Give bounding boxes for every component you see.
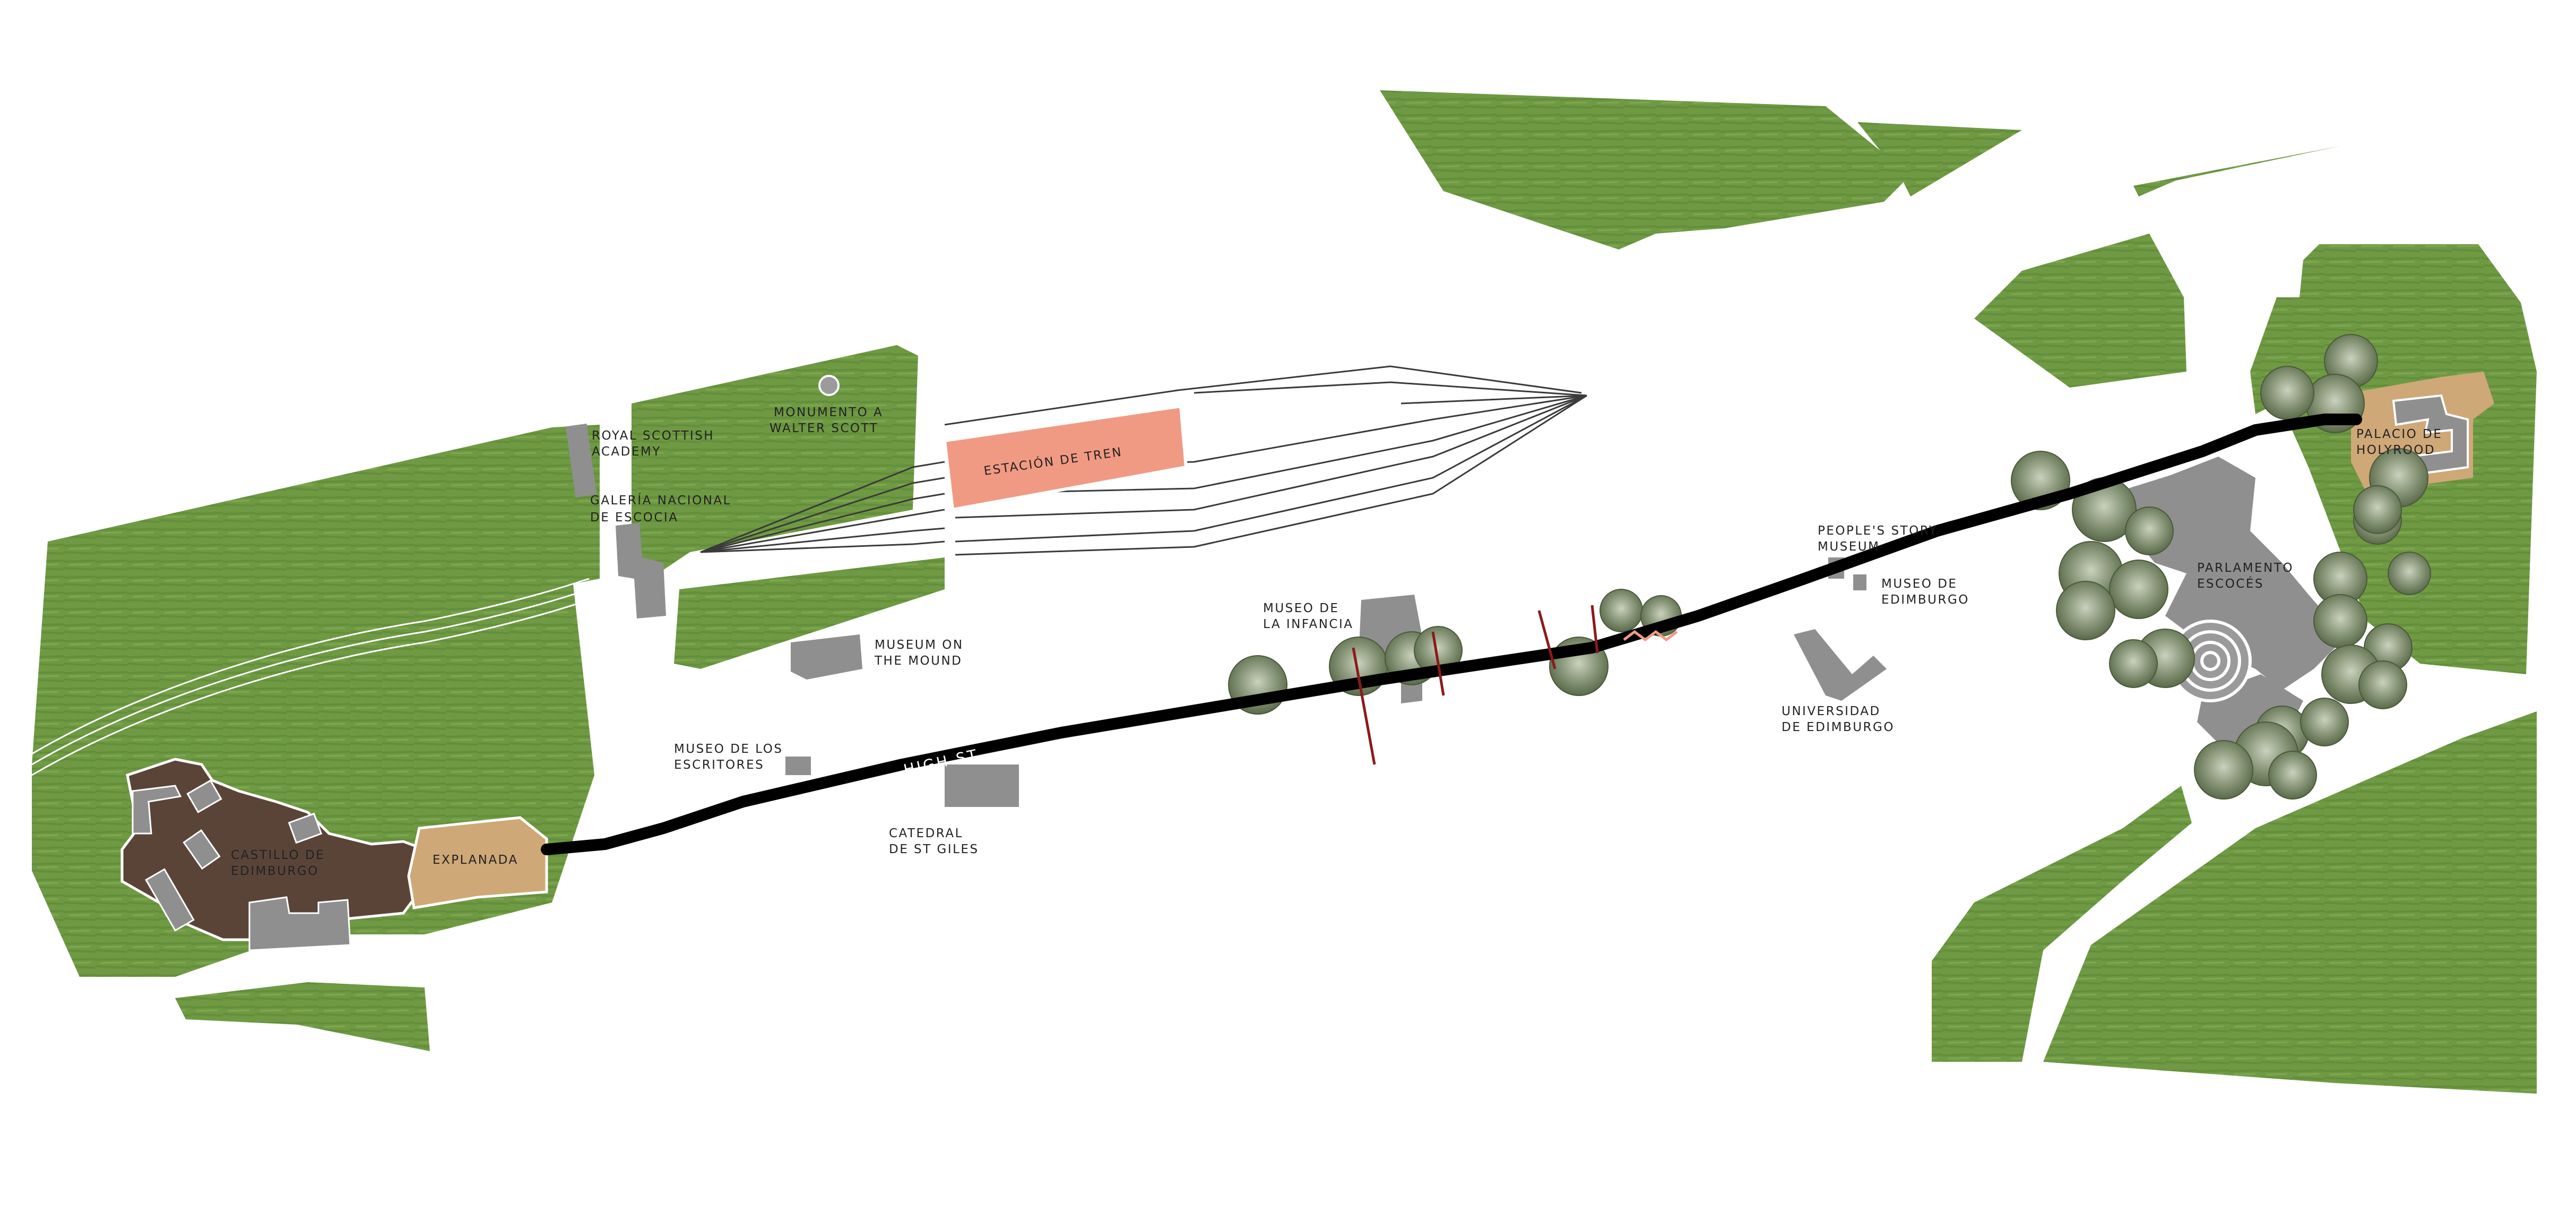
label-galeria-nacional-2: DE ESCOCIA [590,511,678,525]
label-royal-scottish-academy-2: ACADEMY [592,445,661,459]
grass-left-lower [175,982,430,1051]
label-castillo-1: CASTILLO DE [231,848,325,862]
label-explanada: EXPLANADA [433,853,518,867]
grass-bottom-right-2 [2043,711,2537,1094]
canongate-zigzag [1623,630,1678,642]
map-labels: ROYAL SCOTTISH ACADEMY GALERÍA NACIONAL … [231,406,2442,878]
estacion-de-tren [943,404,1188,512]
building-galeria-nacional [616,523,666,618]
building-catedral [945,764,1019,807]
label-castillo-2: EDIMBURGO [231,864,319,878]
building-museo-escritores [785,757,811,775]
label-galeria-nacional-1: GALERÍA NACIONAL [590,493,731,508]
label-museo-escritores-2: ESCRITORES [674,758,764,772]
label-palacio-2: HOLYROOD [2356,443,2435,457]
label-monumento-scott-2: WALTER SCOTT [770,422,878,435]
label-museo-edimburgo-1: MUSEO DE [1881,577,1957,591]
label-royal-scottish-academy-1: ROYAL SCOTTISH [592,429,714,443]
esplanade [407,816,548,909]
building-universidad [1794,629,1887,701]
label-museo-edimburgo-2: EDIMBURGO [1881,593,1969,607]
monument-scott [818,375,840,396]
label-catedral-2: DE ST GILES [889,843,979,856]
railway-lines [31,365,1587,776]
grass-bottom-right-1 [1932,786,2192,1062]
grass-top-center [1380,90,1911,250]
label-museo-infancia-2: LA INFANCIA [1263,617,1354,631]
building-royal-scottish-academy [565,423,597,498]
label-universidad-1: UNIVERSIDAD [1782,704,1881,718]
label-museum-mound-1: MUSEUM ON [875,638,964,652]
label-museo-infancia-1: MUSEO DE [1263,602,1339,615]
label-parlamento-1: PARLAMENTO [2197,561,2294,575]
label-museum-mound-2: THE MOUND [874,654,962,668]
label-catedral-1: CATEDRAL [889,827,963,840]
castle-complex [120,758,548,951]
label-peoples-story-1: PEOPLE'S STORY [1818,524,1938,538]
label-parlamento-2: ESCOCÉS [2197,576,2264,591]
royal-mile-route [541,414,2362,855]
castle-buildings [132,779,351,951]
trees [1228,334,2431,800]
route-markers [1352,605,1599,765]
label-monumento-scott-1: MONUMENTO A [774,406,883,419]
building-museum-mound [791,634,862,680]
building-museo-edimburgo [1853,574,1866,590]
buildings [565,375,2346,807]
grass-top-small-1 [1857,122,2022,196]
building-parlamento [2128,457,2346,690]
grass-top-small-2 [2133,146,2340,196]
label-universidad-2: DE EDIMBURGO [1782,720,1895,734]
grass-princes-st-south [674,557,945,669]
label-peoples-story-2: MUSEUM [1818,540,1880,554]
grass-right-top [1974,234,2186,388]
label-museo-escritores-1: MUSEO DE LOS [674,742,783,756]
label-palacio-1: PALACIO DE [2356,427,2442,441]
